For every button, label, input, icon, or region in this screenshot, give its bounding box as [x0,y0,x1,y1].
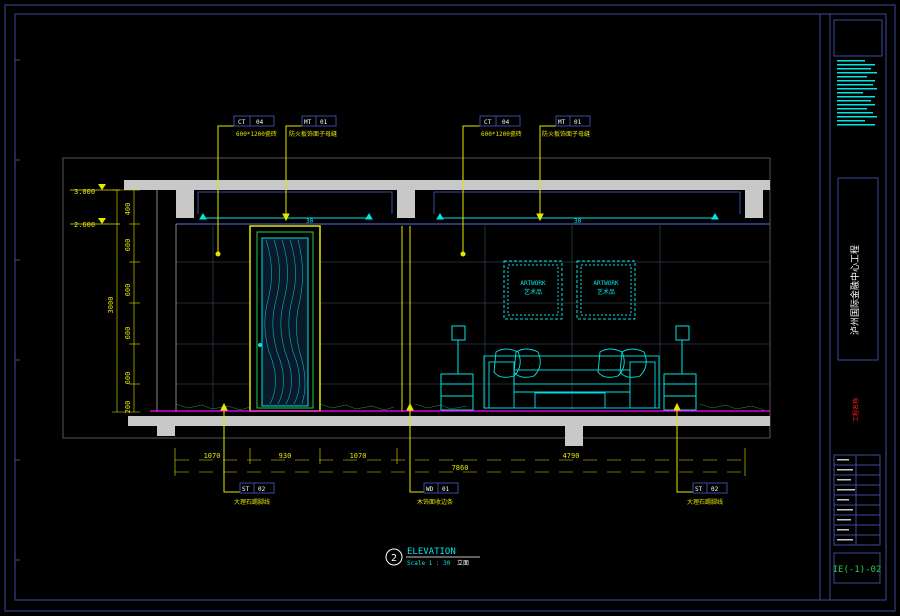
drawing-scale: Scale 1 : 30 [407,560,451,567]
tag-1-code: CT [238,119,246,126]
tb-project-name: 泸州国际金融中心工程 [849,245,861,335]
tag-7-box [692,482,728,494]
tag-7-note: 大理石踢脚线 [687,498,723,506]
door-handle [258,343,262,347]
tag-3-num: 04 [502,119,510,126]
vdim-seg-5: 600 [124,372,132,385]
frame-ticks [15,59,20,561]
vdim-seg-2: 600 [124,239,132,252]
tag-2-code: MT [304,119,312,126]
tag-2-note: 防火板饰面子母缝 [289,130,337,138]
door-panel [261,237,309,407]
tb-notes [837,60,877,126]
vdim-seg-3: 600 [124,284,132,297]
hdim-total: 7860 [452,464,469,472]
hdim-seg-2: 930 [279,452,292,460]
level-label-3000: 3.000 [74,188,95,196]
floor-lamp-right [675,325,690,374]
hdim-seg-4: 4790 [563,452,580,460]
marble-skirting-pattern [175,403,765,411]
drawing-title: ELEVATION [407,547,456,557]
tag-6-leader [406,402,424,493]
side-table-left [440,373,474,411]
ceiling-lights [199,213,719,220]
tag-7-code: ST [695,486,703,493]
artwork-inner-1 [507,264,559,316]
drawing-number-circle [385,548,403,566]
ceiling-coves [197,191,741,214]
tag-4-note: 防火板饰面子母缝 [542,130,590,138]
ceiling-structure [124,180,770,218]
door-wood-grain [264,239,306,405]
tag-1-leader [215,125,234,257]
tag-2-box [301,115,337,127]
tag-1-box [233,115,275,127]
tag-4-box [555,115,591,127]
tag-6-box [423,482,459,494]
floor-lamp-left [451,325,466,374]
tag-4-num: 01 [574,119,582,126]
floor-structure [128,416,770,446]
drawing-title-suffix: 立面 [457,559,469,567]
tag-3-note: 600*1200瓷砖 [481,130,522,138]
trim-strip [401,226,411,412]
tag-5-leader [220,402,240,493]
tag-5-code: ST [242,486,250,493]
artwork-sub-2: 艺术品 [597,288,615,296]
tb-red-note: 工程名称 [852,398,860,422]
tag-1-note: 600*1200瓷砖 [236,130,277,138]
elevation-viewport-frame [62,157,771,439]
tb-logo-box [833,19,883,57]
artwork-frame-2 [576,260,636,320]
artwork-label-2: ARTWORK [593,280,619,287]
level-marker-2600 [70,218,120,225]
tag-7-leader [673,402,693,493]
hdim-seg-3: 1070 [350,452,367,460]
vdim-seg-6: 200 [124,401,132,414]
tb-info-text [837,459,855,541]
tb-project-box [837,177,879,361]
tag-4-leader [536,125,556,222]
vdim-seg-4: 600 [124,327,132,340]
horizontal-dimension-lines [174,448,746,476]
artwork-frame-1 [503,260,563,320]
artwork-sub-1: 艺术品 [524,288,542,296]
vertical-dimension-lines [112,189,140,413]
tag-6-note: 木饰面收边条 [417,498,453,506]
vdim-seg-1: 400 [124,203,132,216]
tb-drawing-no: IE(-1)-02 [833,565,882,575]
tag-1-num: 04 [256,119,264,126]
tag-6-num: 01 [442,486,450,493]
tb-info-table [833,454,881,546]
level-marker-3000 [70,184,120,191]
tag-5-note: 大理石踢脚线 [234,498,270,506]
tag-3-leader [460,125,480,257]
artwork-inner-2 [580,264,632,316]
tag-7-num: 02 [711,486,719,493]
tag-6-code: WD [426,486,434,493]
side-table-right [663,373,697,411]
tag-2-num: 01 [320,119,328,126]
tag-4-code: MT [558,119,566,126]
vdim-total: 3000 [107,297,115,314]
sheet-inner-frame [14,13,887,601]
sheet-outer-frame [4,4,896,612]
tb-drawing-no-box [833,552,881,584]
tag-5-num: 02 [258,486,266,493]
door-leaf-outline [256,231,314,409]
tag-5-box [239,482,275,494]
artwork-label-1: ARTWORK [520,280,546,287]
left-wall-lines [156,190,177,412]
tag-2-leader [282,125,302,222]
level-label-2600: 2.600 [74,221,95,229]
sofa [483,348,660,409]
tag-3-code: CT [484,119,492,126]
tag-3-box [479,115,521,127]
drawing-number: 2 [391,553,397,564]
ceiling-mark-1: 30 [306,218,314,225]
ceiling-mark-2: 30 [574,218,582,225]
hdim-seg-1: 1070 [204,452,221,460]
